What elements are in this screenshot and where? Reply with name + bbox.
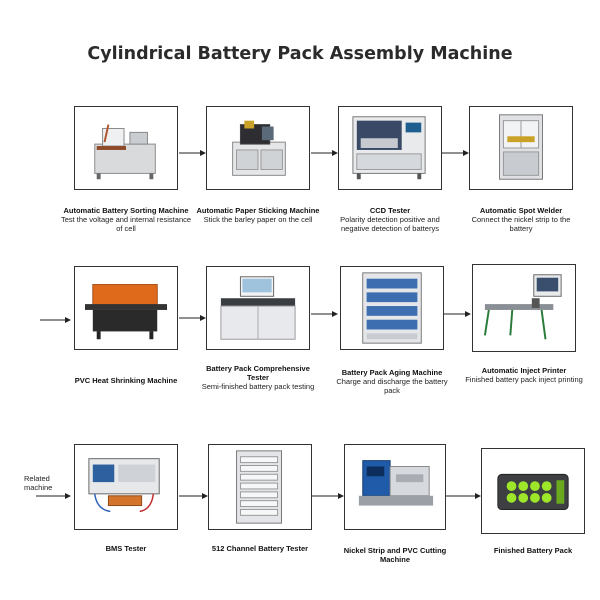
diagram-title: Cylindrical Battery Pack Assembly Machin…: [87, 44, 513, 64]
step-title: Finished Battery Pack: [493, 546, 573, 555]
step-title: Automatic Inject Printer: [481, 366, 567, 375]
battery-sorting-machine-image: [74, 106, 178, 190]
step-title: Battery Pack Comprehensive Tester: [206, 364, 310, 382]
step-desc: Connect the nickel strip to the battery: [471, 215, 571, 233]
spot-welder-image: [469, 106, 573, 190]
pvc-heat-shrinking-machine-image: [74, 266, 178, 350]
step-title: Battery Pack Aging Machine: [341, 368, 443, 377]
step-desc: Charge and discharge the battery pack: [336, 377, 448, 395]
aging-machine-image: [340, 266, 444, 350]
step-desc: Polarity detection positive and negative…: [340, 215, 440, 233]
paper-sticking-machine-image: [206, 106, 310, 190]
inject-printer-image: [472, 264, 576, 352]
step-title: 512 Channel Battery Tester: [211, 544, 309, 553]
step-desc: Semi-finished battery pack testing: [201, 382, 315, 391]
step-title: Nickel Strip and PVC Cutting Machine: [343, 546, 447, 564]
cutting-machine-image: [344, 444, 446, 530]
step-desc: Finished battery pack inject printing: [465, 375, 583, 384]
step-desc: Test the voltage and internal resistance…: [60, 215, 192, 233]
battery-tester-512-image: [208, 444, 312, 530]
step-title: Automatic Spot Welder: [479, 206, 563, 215]
step-title: BMS Tester: [105, 544, 147, 553]
step-title: Automatic Battery Sorting Machine: [63, 206, 189, 215]
ccd-tester-image: [338, 106, 442, 190]
step-title: CCD Tester: [369, 206, 411, 215]
comprehensive-tester-image: [206, 266, 310, 350]
finished-battery-pack-image: [481, 448, 585, 534]
bms-tester-image: [74, 444, 178, 530]
related-machine-label: Related machine: [24, 474, 53, 492]
step-desc: Stick the barley paper on the cell: [203, 215, 313, 224]
step-title: Automatic Paper Sticking Machine: [196, 206, 320, 215]
step-title: PVC Heat Shrinking Machine: [74, 376, 178, 385]
